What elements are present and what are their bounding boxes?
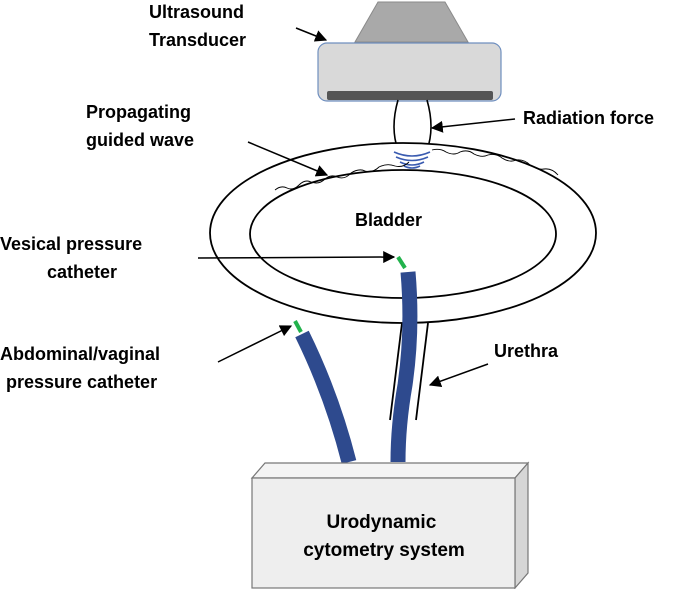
transducer-top (354, 1, 469, 43)
vesical-catheter (390, 255, 418, 463)
guided-wave-label: Propagating guided wave (86, 102, 196, 150)
transducer-label: Ultrasound Transducer (149, 2, 249, 50)
wave-rings (393, 151, 431, 169)
system-label: Urodynamic cytometry system (303, 512, 465, 561)
transducer-body (317, 42, 502, 102)
abdominal-catheter (293, 320, 357, 464)
ultrasound-transducer (317, 1, 502, 102)
urodynamic-system-box (250, 461, 530, 589)
vesical-catheter-label: Vesical pressure catheter (0, 234, 147, 282)
arrow-icon (197, 27, 516, 387)
urethra (389, 322, 429, 421)
bladder-label: Bladder (355, 210, 422, 230)
guided-wave (274, 148, 559, 191)
urethra-label: Urethra (494, 341, 559, 361)
radiation-force-label: Radiation force (523, 108, 654, 128)
transducer-face (327, 91, 493, 100)
abdominal-catheter-label: Abdominal/vaginal pressure catheter (0, 344, 165, 392)
